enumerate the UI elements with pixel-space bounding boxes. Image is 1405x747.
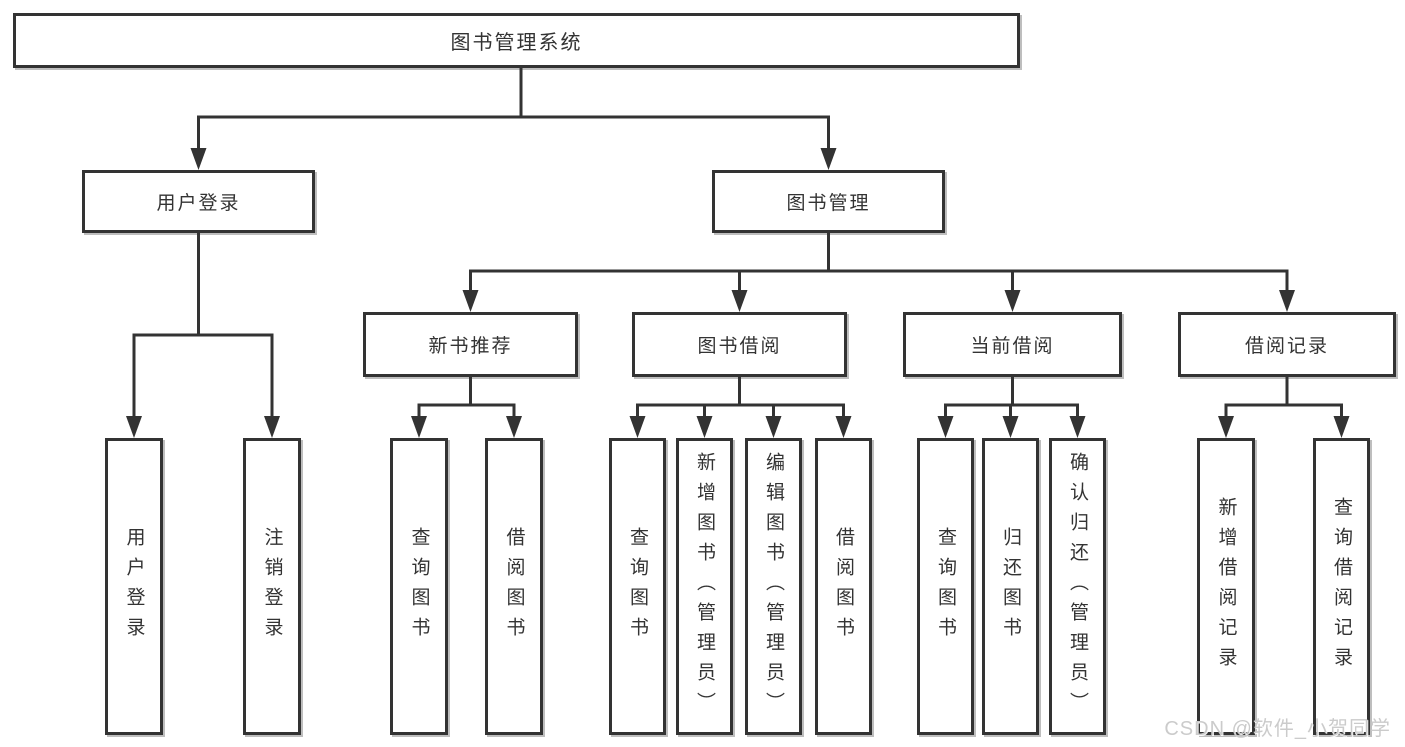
leaf-return-book-label: 归还图书 — [1000, 526, 1021, 647]
arrow-down-icon — [820, 148, 837, 170]
connector-line — [132, 231, 274, 422]
arrow-down-icon — [629, 416, 646, 438]
arrow-down-icon — [696, 416, 713, 438]
arrow-down-icon — [462, 290, 479, 312]
arrow-down-icon — [1279, 290, 1295, 312]
leaf-logout: 注销登录 — [243, 438, 301, 735]
leaf-query-books-recommend-label: 查询图书 — [408, 526, 430, 647]
arrow-down-icon — [190, 148, 207, 170]
arrow-down-icon — [835, 416, 852, 438]
arrow-down-icon — [126, 416, 142, 438]
arrow-down-icon — [765, 416, 782, 438]
arrow-down-icon — [937, 416, 954, 438]
arrow-down-icon — [1218, 416, 1234, 438]
arrow-down-icon — [506, 416, 522, 438]
leaf-confirm-return-admin-label: 确认归还（管理员） — [1067, 451, 1088, 722]
connector-line — [636, 375, 845, 422]
node-borrow-records: 借阅记录 — [1178, 312, 1396, 377]
node-book-borrow-label: 图书借阅 — [697, 336, 782, 357]
arrow-down-icon — [264, 416, 280, 438]
arrow-down-icon — [1069, 416, 1086, 438]
leaf-edit-book-admin-label: 编辑图书（管理员） — [763, 451, 784, 722]
node-book-management-label: 图书管理 — [786, 193, 871, 214]
leaf-add-borrow-record-label: 新增借阅记录 — [1215, 496, 1237, 677]
leaf-query-borrow-record-label: 查询借阅记录 — [1331, 496, 1352, 677]
leaf-query-books-borrow-label: 查询图书 — [627, 526, 648, 647]
leaf-borrow-books-recommend: 借阅图书 — [485, 438, 543, 735]
node-book-management: 图书管理 — [712, 170, 945, 233]
node-user-login: 用户登录 — [82, 170, 315, 233]
arrow-down-icon — [411, 416, 427, 438]
leaf-query-books-current-label: 查询图书 — [935, 526, 956, 647]
csdn-watermark: CSDN @软件_小贺同学 — [1164, 718, 1391, 740]
leaf-user-login-label: 用户登录 — [123, 526, 145, 647]
leaf-user-login: 用户登录 — [105, 438, 163, 735]
node-root-label: 图书管理系统 — [450, 32, 583, 54]
connector-line — [197, 66, 830, 154]
leaf-borrow-books-recommend-label: 借阅图书 — [503, 526, 525, 647]
connector-line — [469, 231, 1289, 296]
node-current-borrow-label: 当前借阅 — [970, 336, 1055, 357]
leaf-query-books-borrow: 查询图书 — [609, 438, 666, 735]
leaf-query-borrow-record: 查询借阅记录 — [1313, 438, 1370, 735]
connector-line — [417, 375, 516, 422]
connector-line — [1224, 375, 1343, 422]
leaf-borrow-books-label: 借阅图书 — [833, 526, 854, 647]
leaf-edit-book-admin: 编辑图书（管理员） — [745, 438, 802, 735]
arrow-down-icon — [731, 290, 748, 312]
node-current-borrow: 当前借阅 — [903, 312, 1122, 377]
node-user-login-label: 用户登录 — [156, 193, 241, 214]
leaf-return-book: 归还图书 — [982, 438, 1039, 735]
leaf-query-books-recommend: 查询图书 — [390, 438, 448, 735]
node-book-borrow: 图书借阅 — [632, 312, 847, 377]
leaf-add-book-admin: 新增图书（管理员） — [676, 438, 733, 735]
connector-line — [944, 375, 1079, 422]
leaf-query-books-current: 查询图书 — [917, 438, 974, 735]
leaf-borrow-books: 借阅图书 — [815, 438, 872, 735]
arrow-down-icon — [1002, 416, 1019, 438]
leaf-add-borrow-record: 新增借阅记录 — [1197, 438, 1255, 735]
node-borrow-records-label: 借阅记录 — [1244, 336, 1329, 357]
arrow-down-icon — [1333, 416, 1350, 438]
node-new-book-recommend: 新书推荐 — [363, 312, 578, 377]
leaf-add-book-admin-label: 新增图书（管理员） — [694, 451, 715, 722]
node-new-book-recommend-label: 新书推荐 — [428, 336, 513, 357]
node-root: 图书管理系统 — [13, 13, 1020, 68]
arrow-down-icon — [1004, 290, 1021, 312]
leaf-confirm-return-admin: 确认归还（管理员） — [1049, 438, 1106, 735]
leaf-logout-label: 注销登录 — [261, 526, 283, 647]
